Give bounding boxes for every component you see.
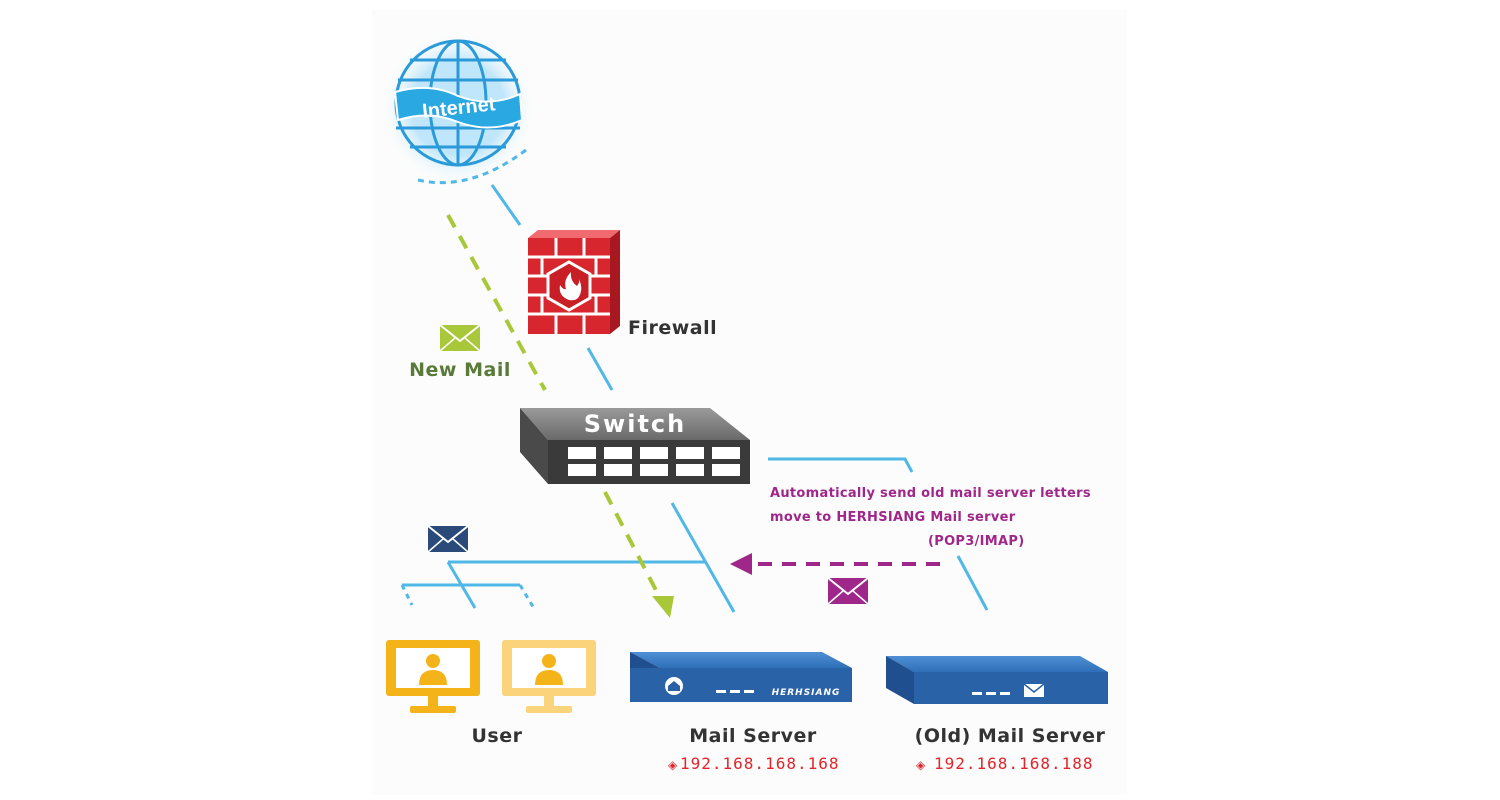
link-switch-old-server xyxy=(768,457,914,473)
migration-envelope-icon xyxy=(827,577,869,605)
internet-node[interactable] xyxy=(380,30,536,186)
user-label: User xyxy=(472,725,523,747)
ip-marker-icon: ◈ xyxy=(916,758,926,772)
old-mail-server-label: (Old) Mail Server xyxy=(915,725,1106,747)
migration-arrowhead xyxy=(730,553,752,575)
link-user-drop-1 xyxy=(400,584,414,606)
migration-note-line1: Automatically send old mail server lette… xyxy=(770,486,1091,501)
fire-icon xyxy=(559,272,582,301)
firewall-label: Firewall xyxy=(628,317,717,339)
switch-node[interactable] xyxy=(520,408,750,484)
network-switch-icon xyxy=(520,408,750,484)
mail-server-appliance-icon xyxy=(886,656,1108,704)
switch-label: Switch xyxy=(584,410,686,438)
mail-server-node[interactable] xyxy=(630,652,852,702)
new-mail-flow xyxy=(446,214,674,618)
globe-orbit xyxy=(417,148,527,185)
computer-monitor-icon xyxy=(502,640,596,713)
link-user-drop-2 xyxy=(518,584,537,611)
new-mail-flow-upper xyxy=(446,214,547,391)
link-internet-firewall xyxy=(490,184,522,226)
user-computer-1[interactable] xyxy=(386,640,480,713)
ip-marker-icon: ◈ xyxy=(668,758,678,772)
firewall-node[interactable] xyxy=(528,230,620,334)
network-links xyxy=(400,184,989,613)
old-server-envelope-icon xyxy=(1023,683,1045,697)
mail-server-appliance-icon xyxy=(630,652,852,702)
migration-note-line3: (POP3/IMAP) xyxy=(928,534,1024,549)
new-mail-arrowhead xyxy=(652,596,674,618)
mail-server-brand: HERHSIANG xyxy=(772,688,841,698)
globe-icon xyxy=(394,39,522,167)
migration-note-line2: move to HERHSIANG Mail server xyxy=(770,510,1016,525)
migration-flow xyxy=(730,553,940,575)
firewall-icon xyxy=(528,230,620,334)
link-old-server-drop xyxy=(956,555,989,611)
user-computer-2[interactable] xyxy=(502,640,596,713)
new-mail-envelope-icon xyxy=(439,324,481,352)
new-mail-flow-lower xyxy=(603,491,662,599)
old-mail-server-node[interactable] xyxy=(886,656,1108,704)
lan-envelope-icon xyxy=(427,525,469,553)
old-mail-server-ip: 192.168.168.188 xyxy=(934,754,1094,773)
internet-banner xyxy=(393,86,524,129)
link-firewall-switch xyxy=(586,347,614,391)
mail-server-label: Mail Server xyxy=(689,725,817,747)
computer-monitor-icon xyxy=(386,640,480,713)
new-mail-label: New Mail xyxy=(409,359,511,381)
mail-server-ip: 192.168.168.168 xyxy=(680,754,840,773)
link-switch-lan xyxy=(670,502,736,613)
